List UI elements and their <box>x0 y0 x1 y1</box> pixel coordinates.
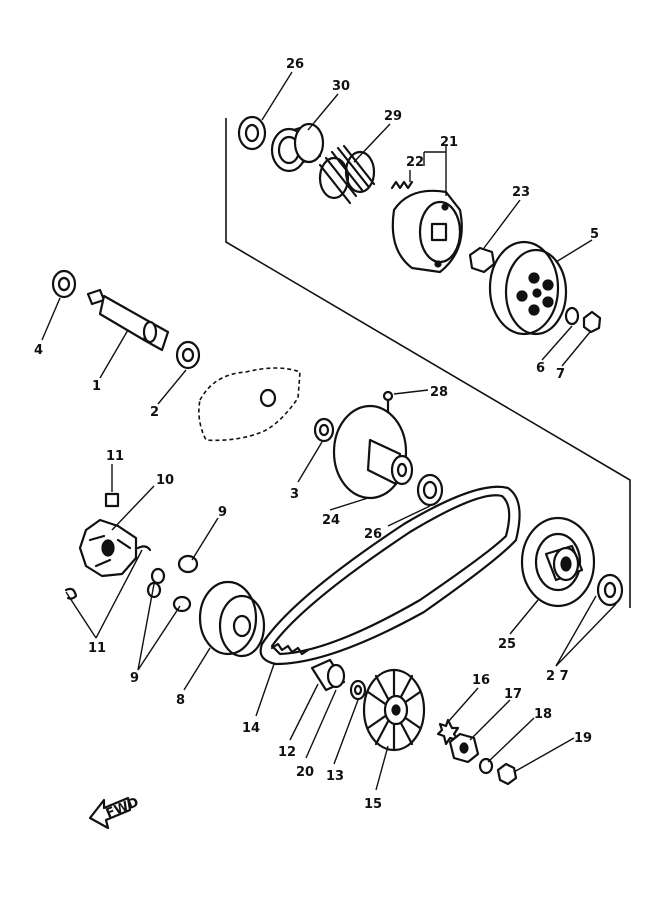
part-4-bearing <box>51 269 77 299</box>
label-17: 17 <box>504 687 522 702</box>
leader-lines <box>41 71 617 791</box>
part-30-collar <box>270 122 325 173</box>
part-5-clutch-housing <box>488 240 568 336</box>
label-30: 30 <box>332 79 350 94</box>
label-11-top: 11 <box>106 449 124 464</box>
part-10-cam-plate <box>78 518 138 578</box>
part-26-washer <box>237 115 267 151</box>
part-labels: 26 30 29 21 22 23 5 6 7 4 1 2 28 3 24 26… <box>34 57 599 812</box>
part-14-v-belt <box>259 485 521 666</box>
label-11-bottom: 11 <box>88 641 106 656</box>
label-2: 2 <box>150 405 159 420</box>
part-24-secondary-sheave <box>332 404 414 500</box>
label-25: 25 <box>498 637 516 652</box>
label-1: 1 <box>92 379 101 394</box>
label-28: 28 <box>430 385 448 400</box>
part-11-slider-top <box>104 492 120 508</box>
label-16: 16 <box>472 673 490 688</box>
part-29-spring <box>318 144 376 205</box>
label-26-mid: 26 <box>364 527 382 542</box>
label-18: 18 <box>534 707 552 722</box>
part-8-movable-sheave <box>198 580 266 658</box>
label-9-top: 9 <box>218 505 227 520</box>
label-22: 22 <box>406 155 424 170</box>
part-27-clip <box>596 573 624 607</box>
part-22-small-spring <box>390 180 414 190</box>
label-21: 21 <box>440 135 458 150</box>
label-14: 14 <box>242 721 260 736</box>
label-23: 23 <box>512 185 530 200</box>
part-19-nut <box>496 762 518 786</box>
label-5: 5 <box>590 227 599 242</box>
label-7: 7 <box>556 367 565 382</box>
assembly-frame <box>225 118 631 608</box>
part-9-rollers <box>146 554 199 613</box>
part-13-washer <box>349 679 367 701</box>
label-4: 4 <box>34 343 43 358</box>
label-10: 10 <box>156 473 174 488</box>
part-25-drive-pulley <box>520 516 596 608</box>
label-27: 2 7 <box>546 669 569 684</box>
label-24: 24 <box>322 513 340 528</box>
label-19: 19 <box>574 731 592 746</box>
part-12-sleeve <box>310 658 346 692</box>
part-6-washer <box>564 306 580 326</box>
part-26-seal <box>416 473 444 507</box>
part-17-nut <box>448 732 480 764</box>
label-9-bottom: 9 <box>130 671 139 686</box>
part-2-bearing <box>175 340 201 370</box>
label-13: 13 <box>326 769 344 784</box>
fwd-arrow-icon: FWD <box>88 795 141 830</box>
label-29: 29 <box>384 109 402 124</box>
label-6: 6 <box>536 361 545 376</box>
gasket-hole <box>259 388 277 408</box>
part-15-fixed-sheave-fan <box>362 668 426 752</box>
part-21-clutch-shoe <box>391 189 463 274</box>
label-3: 3 <box>290 487 299 502</box>
part-11-slider-right <box>136 545 152 552</box>
part-3-washer <box>313 417 335 443</box>
part-1-shaft <box>86 288 170 352</box>
label-26-top: 26 <box>286 57 304 72</box>
fwd-text: FWD <box>104 795 141 822</box>
label-20: 20 <box>296 765 314 780</box>
label-15: 15 <box>364 797 382 812</box>
label-8: 8 <box>176 693 185 708</box>
cover-gasket-outline <box>198 367 301 442</box>
label-12: 12 <box>278 745 296 760</box>
part-23-nut <box>468 246 496 274</box>
part-18-washer <box>478 757 494 775</box>
part-7-nut <box>582 310 602 334</box>
